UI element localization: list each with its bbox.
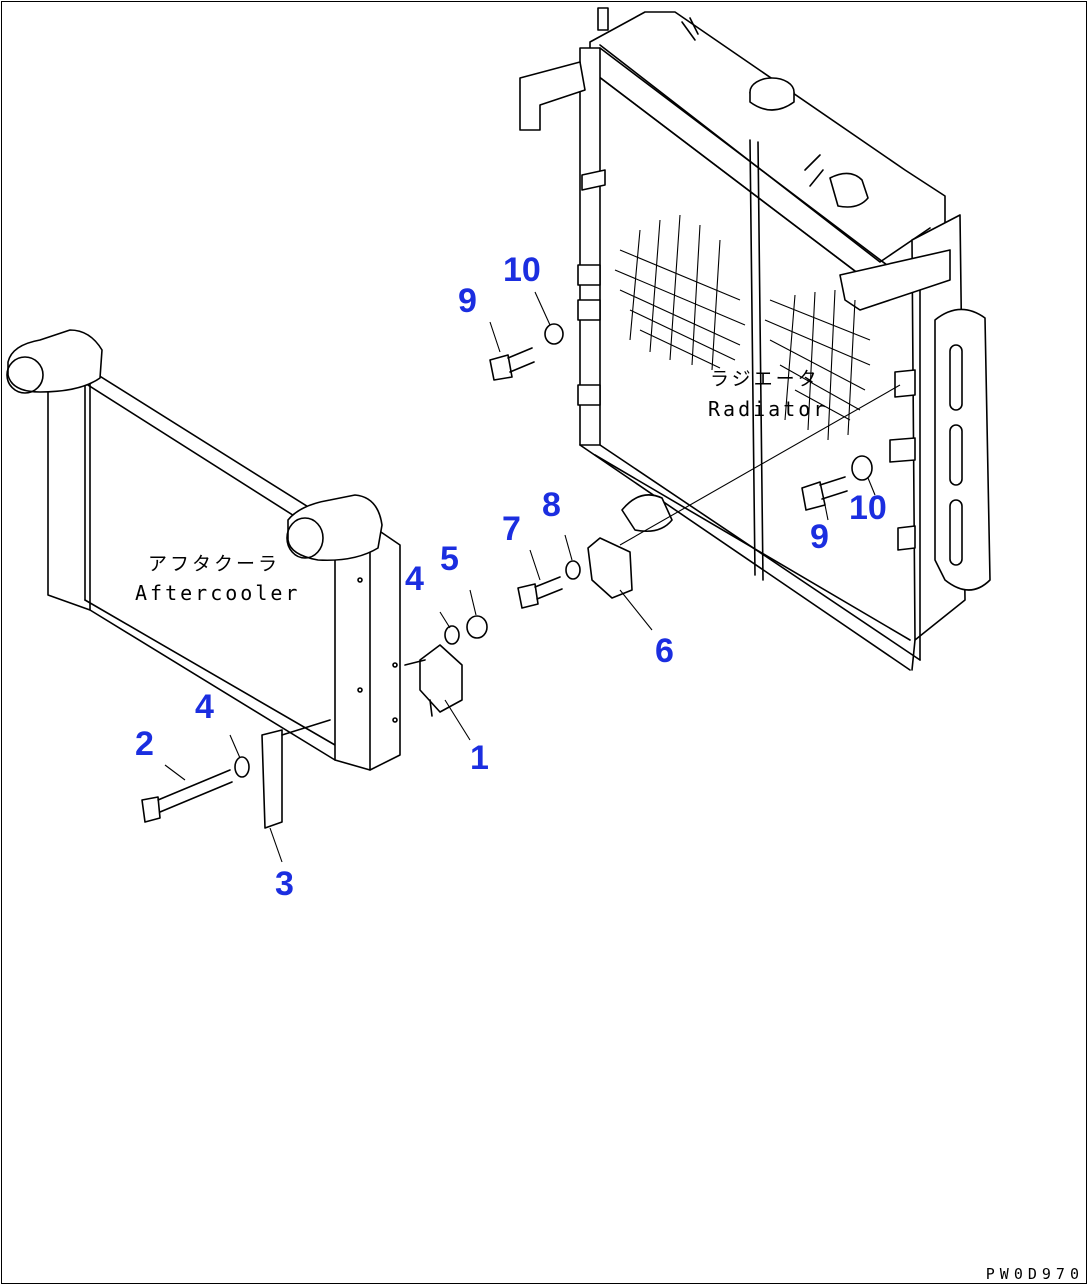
- part-washer-10-lower: [851, 455, 873, 481]
- callout-5: 5: [440, 540, 459, 578]
- radiator-label-en: Radiator: [708, 397, 829, 421]
- part-washer-10-upper: [544, 323, 564, 345]
- radiator-label-jp: ラジエータ: [710, 368, 820, 390]
- callout-9-upper: 9: [458, 282, 477, 320]
- radiator-assembly: [519, 7, 991, 671]
- part-bracket-1: [404, 644, 463, 717]
- callout-10-upper: 10: [503, 251, 541, 289]
- aftercooler-assembly: [6, 329, 401, 771]
- callout-6: 6: [655, 632, 674, 670]
- aftercooler-label-en: Aftercooler: [135, 581, 301, 605]
- callout-7: 7: [502, 510, 521, 548]
- core-mesh-left: [614, 214, 746, 371]
- leader-lines: [164, 291, 876, 863]
- aftercooler-label-jp: アフタクーラ: [148, 553, 281, 575]
- part-bolt-7: [517, 576, 563, 609]
- callout-2: 2: [135, 725, 154, 763]
- part-bolt-2: [141, 769, 233, 823]
- part-washer-8: [565, 560, 581, 580]
- core-mesh-right: [764, 289, 871, 441]
- part-bolt-9-lower: [801, 476, 848, 511]
- part-washer-4-lower: [234, 756, 250, 778]
- callout-4-lower: 4: [195, 688, 214, 726]
- callout-8: 8: [542, 486, 561, 524]
- callout-1: 1: [470, 739, 489, 777]
- part-bolt-9-upper: [489, 347, 535, 381]
- callout-9-lower: 9: [810, 518, 829, 556]
- callout-10-lower: 10: [849, 489, 887, 527]
- callout-4-upper: 4: [405, 560, 424, 598]
- part-bracket-6: [587, 537, 633, 599]
- part-nut-5: [466, 615, 488, 639]
- part-washer-4-upper: [444, 625, 460, 645]
- callout-3: 3: [275, 865, 294, 903]
- part-bracket-3: [261, 719, 331, 829]
- drawing-code: PW0D970: [985, 1265, 1084, 1283]
